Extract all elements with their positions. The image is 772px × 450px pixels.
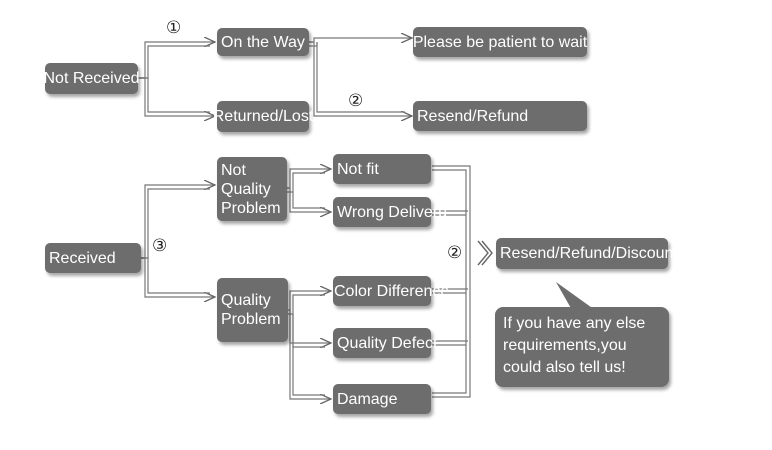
resend-refund-discount-box: Resend/Refund/Discount xyxy=(496,238,678,269)
please-wait-label: Please be patient to wait xyxy=(412,33,588,51)
damage-box: Damage xyxy=(333,384,431,414)
quality-defect-box: Quality Defect xyxy=(333,328,437,358)
received-box: Received xyxy=(45,243,141,273)
returned-lost-label: Returned/Lost xyxy=(212,108,314,125)
quality-problem-label: Quality Problem xyxy=(221,292,281,328)
color-difference-label: Color Difference xyxy=(334,282,450,300)
not-fit-label: Not fit xyxy=(337,160,379,178)
returned-lost-box: Returned/Lost xyxy=(213,101,313,132)
quality-problem-box: Quality Problem xyxy=(217,278,288,342)
step-number-1: ① xyxy=(166,18,182,37)
not-quality-problem-label: Not Quality Problem xyxy=(221,161,281,217)
note-bubble: If you have any else requirements,you co… xyxy=(495,307,669,387)
on-the-way-label: On the Way xyxy=(221,33,305,51)
not-fit-box: Not fit xyxy=(333,154,431,184)
quality-defect-label: Quality Defect xyxy=(337,334,438,352)
please-wait-box: Please be patient to wait xyxy=(413,27,587,57)
not-received-box: Not Received xyxy=(43,63,140,94)
step-number-2-bottom: ② xyxy=(447,243,463,262)
bubble-tail xyxy=(556,282,595,310)
resend-refund-label: Resend/Refund xyxy=(417,107,529,125)
step-number-2-top: ② xyxy=(348,91,364,110)
color-difference-box: Color Difference xyxy=(333,276,449,306)
on-the-way-box: On the Way xyxy=(217,28,309,56)
damage-label: Damage xyxy=(337,390,398,408)
not-quality-problem-box: Not Quality Problem xyxy=(217,157,287,221)
wrong-delivery-box: Wrong Deliveru xyxy=(333,197,447,227)
resend-refund-discount-label: Resend/Refund/Discount xyxy=(500,245,678,262)
wrong-delivery-label: Wrong Deliveru xyxy=(337,203,447,221)
received-label: Received xyxy=(49,249,116,267)
not-received-label: Not Received xyxy=(43,70,140,87)
resend-refund-box: Resend/Refund xyxy=(413,101,587,131)
note-text: If you have any else requirements,you co… xyxy=(503,315,646,376)
step-number-3: ③ xyxy=(152,236,168,255)
